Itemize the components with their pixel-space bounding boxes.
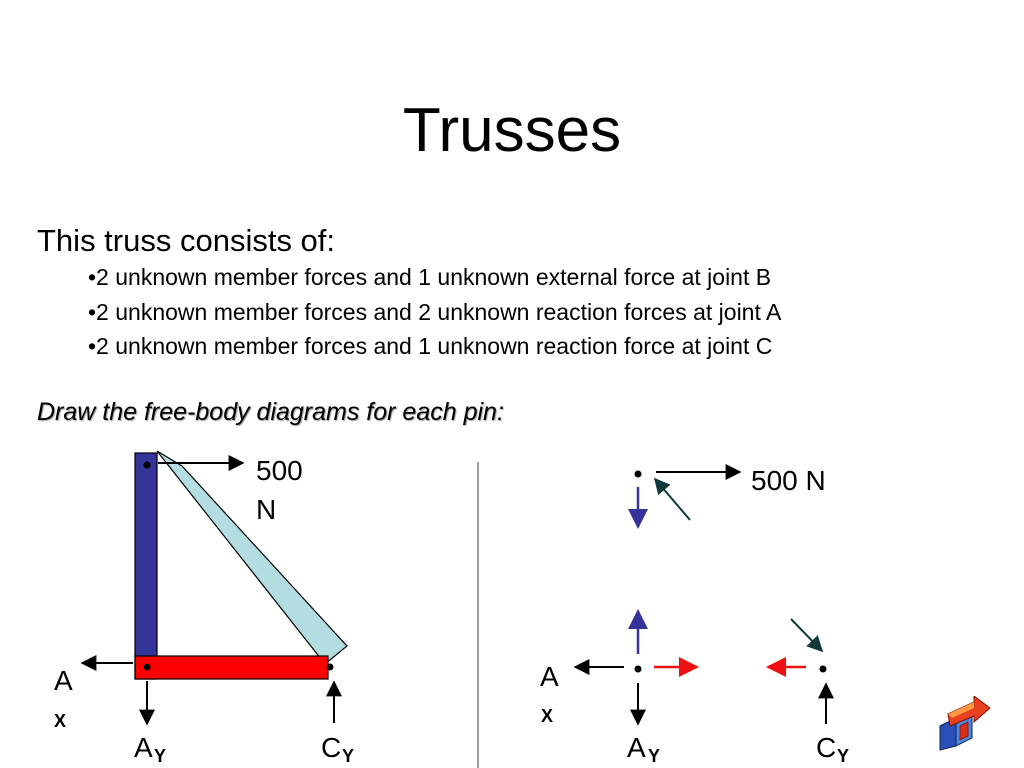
fbd-joint-c-pin — [819, 665, 827, 673]
joint-c-pin — [326, 663, 334, 671]
fbd-b-diagonal-member-arrow — [653, 477, 691, 521]
intro-text: This truss consists of: — [37, 223, 336, 258]
navigation-arrow-logo-icon[interactable] — [934, 696, 994, 752]
instruction-text: Draw the free-body diagrams for each pin… — [37, 398, 504, 426]
load-label-unit: N — [256, 494, 276, 525]
cy-label-letter: C — [321, 732, 341, 763]
diagonal-member-bc — [156, 450, 348, 665]
fbd-ay-label-subscript: Y — [648, 746, 660, 766]
bullet-joint-b: •2 unknown member forces and 1 unknown e… — [88, 264, 772, 290]
joint-b-pin — [143, 461, 151, 469]
fbd-cy-label-letter: C — [816, 732, 836, 763]
fbd-ax-label-subscript: X — [541, 706, 553, 726]
ay-label-letter: A — [134, 732, 153, 763]
horizontal-member-ac — [134, 655, 329, 680]
vertical-member-ab — [134, 452, 158, 680]
slide-title: Trusses — [402, 96, 622, 165]
truss-diagram: 500 N A X A Y C Y — [54, 450, 354, 766]
ax-label-subscript: X — [54, 711, 66, 731]
fbd-joint-b: 500 N — [628, 464, 826, 529]
joint-a-pin — [143, 663, 151, 671]
load-label-value: 500 — [256, 455, 303, 486]
fbd-ax-label-letter: A — [540, 661, 559, 692]
fbd-load-label: 500 N — [751, 465, 826, 496]
fbd-joint-a: A X A Y — [540, 609, 699, 766]
fbd-c-diagonal-member-arrow — [790, 618, 824, 653]
cy-label-subscript: Y — [342, 746, 354, 766]
bullet-list: •2 unknown member forces and 1 unknown e… — [88, 262, 781, 366]
fbd-joint-a-pin — [634, 665, 642, 673]
bullet-joint-c: •2 unknown member forces and 1 unknown r… — [88, 333, 773, 359]
fbd-ay-label-letter: A — [627, 732, 646, 763]
bullet-joint-a: •2 unknown member forces and 2 unknown r… — [88, 298, 782, 325]
ay-label-subscript: Y — [154, 746, 166, 766]
fbd-joint-c: C Y — [766, 618, 849, 766]
fbd-cy-label-subscript: Y — [837, 746, 849, 766]
ax-label-letter: A — [54, 665, 73, 696]
free-body-diagrams: 500 N A X A Y C Y — [540, 464, 849, 766]
fbd-joint-b-pin — [634, 470, 642, 478]
